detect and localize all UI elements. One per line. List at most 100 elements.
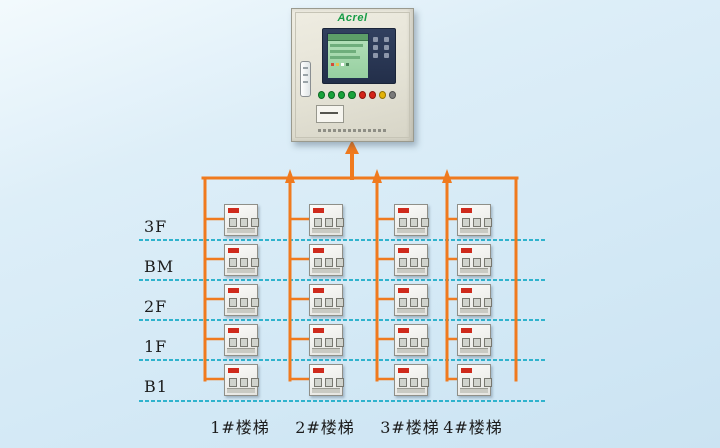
- module-base: [312, 348, 340, 353]
- panel-button-6: [378, 91, 386, 99]
- module-red-label: [461, 208, 472, 213]
- lcd-text-line: [330, 56, 360, 59]
- module-terminals: [314, 338, 344, 347]
- monitoring-module: [309, 324, 344, 356]
- staircase-label-2: 2#楼梯: [295, 418, 355, 437]
- panel-button-0: [318, 91, 326, 99]
- lcd-text-line: [330, 50, 356, 53]
- brand-logo: Acrel: [337, 12, 368, 24]
- monitoring-module: [309, 364, 344, 396]
- module-red-label: [398, 288, 409, 293]
- module-terminals: [462, 378, 492, 387]
- panel-up-arrow: [345, 140, 359, 154]
- module-base: [397, 228, 425, 233]
- monitoring-module: [457, 204, 492, 236]
- module-red-label: [228, 248, 239, 253]
- panel-button-4: [358, 91, 366, 99]
- module-red-label: [461, 248, 472, 253]
- panel-button-1: [328, 91, 336, 99]
- trunk-up-arrow-0: [285, 169, 295, 183]
- module-red-label: [398, 328, 409, 333]
- module-base: [312, 388, 340, 393]
- trunk-up-arrow-1: [372, 169, 382, 183]
- module-terminals: [229, 218, 259, 227]
- module-base: [460, 388, 488, 393]
- module-base: [227, 308, 255, 313]
- module-base: [227, 348, 255, 353]
- module-terminals: [314, 298, 344, 307]
- floor-label-1f: 1F: [144, 337, 168, 356]
- module-base: [397, 268, 425, 273]
- module-red-label: [461, 328, 472, 333]
- staircase-label-4: 4#楼梯: [443, 418, 503, 437]
- floor-label-2f: 2F: [144, 297, 168, 316]
- indicator-buttons: [318, 91, 396, 99]
- module-terminals: [314, 258, 344, 267]
- module-base: [460, 308, 488, 313]
- module-terminals: [462, 258, 492, 267]
- module-base: [460, 348, 488, 353]
- module-terminals: [399, 218, 429, 227]
- module-terminals: [399, 258, 429, 267]
- module-terminals: [229, 258, 259, 267]
- monitoring-module: [309, 204, 344, 236]
- monitoring-module: [394, 364, 429, 396]
- module-red-label: [228, 288, 239, 293]
- module-base: [397, 308, 425, 313]
- module-terminals: [314, 378, 344, 387]
- lcd-text-line: [330, 44, 363, 47]
- monitoring-module: [457, 364, 492, 396]
- floor-label-b1: B1: [144, 377, 168, 396]
- module-base: [397, 388, 425, 393]
- monitoring-module: [224, 244, 259, 276]
- panel-screen: [322, 28, 396, 84]
- module-terminals: [399, 378, 429, 387]
- printer-slot: [316, 105, 344, 123]
- module-base: [460, 228, 488, 233]
- screen-keypad: [373, 37, 391, 58]
- module-red-label: [398, 208, 409, 213]
- panel-label-text: [317, 129, 388, 132]
- module-terminals: [399, 338, 429, 347]
- module-base: [227, 268, 255, 273]
- module-base: [460, 268, 488, 273]
- monitoring-module: [394, 204, 429, 236]
- module-red-label: [398, 248, 409, 253]
- module-base: [312, 268, 340, 273]
- monitoring-module: [309, 244, 344, 276]
- module-red-label: [461, 368, 472, 373]
- monitoring-module: [224, 204, 259, 236]
- staircase-label-3: 3#楼梯: [380, 418, 440, 437]
- monitoring-module: [224, 324, 259, 356]
- module-red-label: [313, 208, 324, 213]
- module-terminals: [229, 378, 259, 387]
- panel-button-2: [338, 91, 346, 99]
- monitoring-module: [457, 244, 492, 276]
- module-terminals: [462, 298, 492, 307]
- monitoring-module: [394, 284, 429, 316]
- module-red-label: [228, 328, 239, 333]
- lcd-status-pixels: [331, 63, 368, 66]
- module-terminals: [229, 338, 259, 347]
- flow-indicator: [300, 61, 311, 97]
- module-terminals: [229, 298, 259, 307]
- printer-slit: [320, 112, 338, 114]
- monitoring-module: [224, 284, 259, 316]
- lcd-display: [327, 33, 369, 79]
- module-red-label: [313, 288, 324, 293]
- module-terminals: [314, 218, 344, 227]
- module-red-label: [461, 288, 472, 293]
- module-base: [312, 228, 340, 233]
- trunk-up-arrow-2: [442, 169, 452, 183]
- monitoring-module: [309, 284, 344, 316]
- lcd-header-bar: [328, 34, 368, 41]
- panel-button-7: [388, 91, 396, 99]
- module-base: [227, 388, 255, 393]
- module-terminals: [462, 218, 492, 227]
- floor-label-3f: 3F: [144, 217, 168, 236]
- module-red-label: [313, 248, 324, 253]
- staircase-label-1: 1#楼梯: [210, 418, 270, 437]
- module-red-label: [398, 368, 409, 373]
- monitoring-module: [394, 244, 429, 276]
